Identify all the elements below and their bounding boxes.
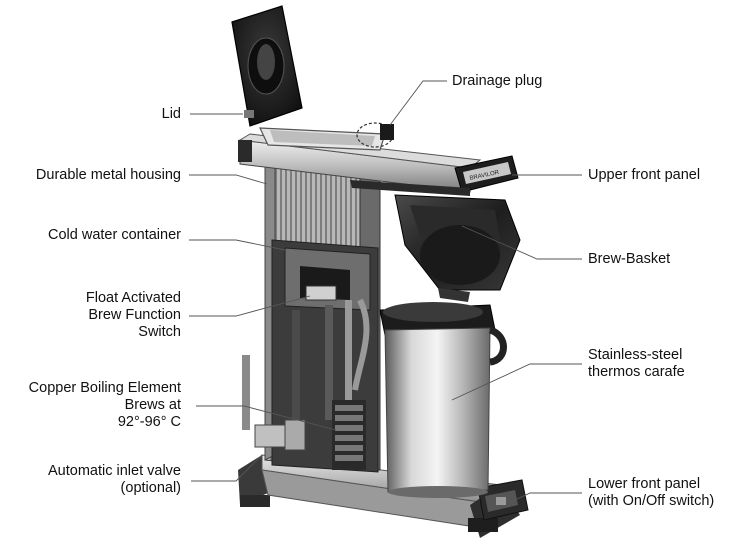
label-drainage-plug: Drainage plug [452, 73, 543, 89]
leader-float [189, 295, 311, 317]
label-upper-front-panel: Upper front panel [588, 167, 701, 183]
upper-front-panel: BRAVILOR [350, 155, 519, 196]
leader-drainage [389, 80, 447, 126]
label-float-switch: Float Activated Brew Function Switch [85, 290, 181, 340]
lid [231, 5, 303, 127]
brew-basket [394, 194, 521, 302]
inlet-valve-icon [242, 355, 306, 451]
drainage-plug-icon [356, 122, 394, 148]
float-switch-icon [305, 285, 337, 301]
label-cold-water: Cold water container [48, 227, 181, 243]
leader-carafe [451, 363, 582, 401]
reservoir-tray [259, 127, 386, 151]
label-housing: Durable metal housing [35, 167, 181, 183]
label-inlet-valve: Automatic inlet valve (optional) [48, 463, 181, 496]
lower-front-panel [477, 479, 529, 521]
leader-lower-panel [514, 492, 582, 501]
label-copper-element: Copper Boiling Element Brews at 92°-96° … [28, 380, 181, 430]
on-off-switch-icon [496, 497, 506, 505]
leader-lines [189, 80, 582, 501]
interior-cutaway [242, 239, 379, 473]
thermos-carafe [379, 302, 507, 498]
leader-brew-basket [461, 225, 582, 260]
boiling-element-icon [332, 400, 366, 470]
label-lid: Lid [161, 106, 181, 122]
label-thermos-carafe: Stainless-steel thermos carafe [588, 347, 685, 380]
label-brew-basket: Brew-Basket [588, 251, 671, 267]
leader-copper [196, 405, 337, 431]
leader-housing [189, 174, 268, 185]
leader-inlet [191, 454, 263, 482]
label-lower-front-panel: Lower front panel (with On/Off switch) [588, 476, 715, 509]
leader-cold-water [189, 239, 286, 251]
